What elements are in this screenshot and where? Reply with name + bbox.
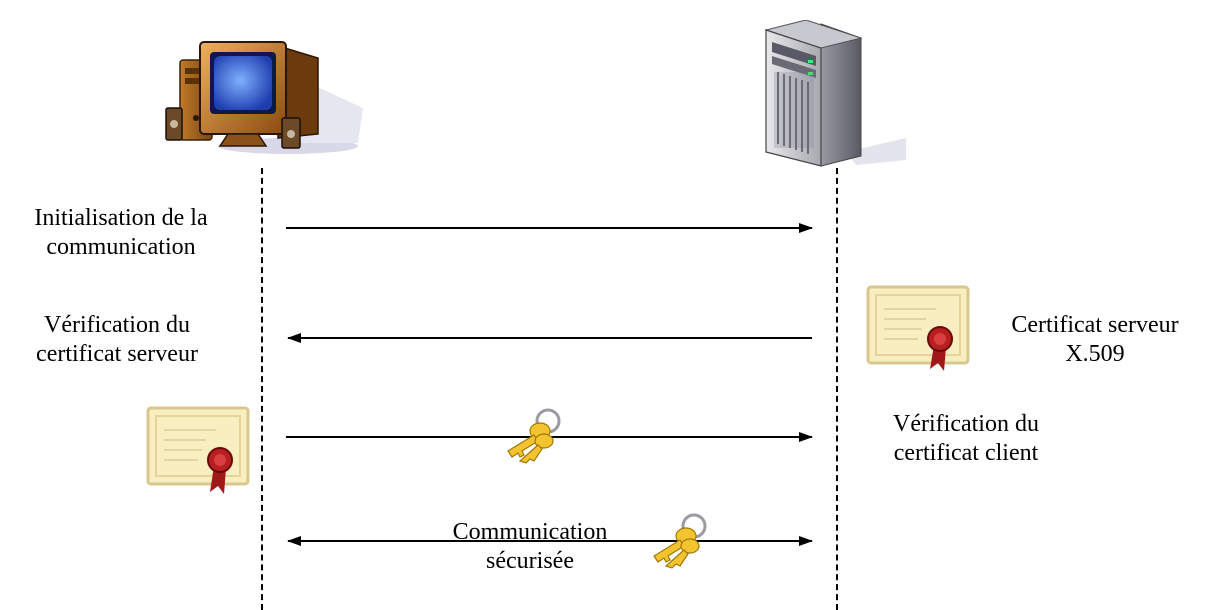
keys-icon <box>653 513 707 569</box>
server-cert-line2: X.509 <box>1065 341 1125 367</box>
certificate-icon <box>866 285 970 371</box>
server-cert-check-label: Vérification du certificat serveur <box>4 311 230 369</box>
server-cert-check-line2: certificat serveur <box>36 341 198 367</box>
init-label: Initialisation de la communication <box>8 204 234 262</box>
server-cert-label: Certificat serveur X.509 <box>990 311 1200 369</box>
client-cert-check-line1: Vérification du <box>893 411 1039 437</box>
secure-label: Communication sécurisée <box>430 518 630 576</box>
init-label-line1: Initialisation de la <box>34 205 208 231</box>
keys-icon <box>507 408 561 464</box>
secure-line2: sécurisée <box>486 548 574 574</box>
tower-server-icon <box>764 20 906 167</box>
client-cert-check-line2: certificat client <box>893 440 1039 466</box>
desktop-computer-icon <box>165 41 363 154</box>
init-label-line2: communication <box>46 234 196 260</box>
certificate-icon <box>146 406 250 494</box>
server-cert-check-line1: Vérification du <box>44 312 190 338</box>
secure-line1: Communication <box>452 519 608 545</box>
client-lifeline <box>261 168 263 610</box>
client-cert-check-label: Vérification du certificat client <box>866 410 1066 468</box>
server-lifeline <box>836 168 838 610</box>
server-cert-line1: Certificat serveur <box>1011 312 1179 338</box>
